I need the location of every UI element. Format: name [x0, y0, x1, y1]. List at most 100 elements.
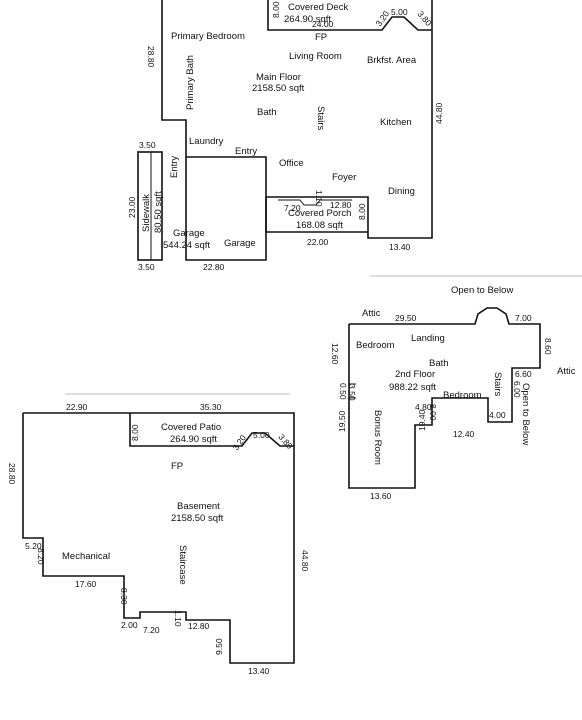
attic-right-label: Attic: [557, 366, 576, 377]
bedroom-left-label: Bedroom: [356, 340, 395, 351]
dim-label: 12.80: [330, 200, 352, 210]
bedroom-right-label: Bedroom: [443, 390, 482, 401]
dim-label: 22.80: [203, 262, 225, 272]
dim-label: 12.60: [330, 343, 340, 365]
dim-label: 13.40: [248, 666, 270, 676]
dim-label: 8.60: [543, 338, 553, 355]
laundry-label: Laundry: [189, 136, 224, 147]
open-to-below-top: Open to Below: [451, 285, 513, 296]
dim-label: 4.80: [415, 402, 432, 412]
landing-label: Landing: [411, 333, 445, 344]
dim-label: 7.00: [515, 313, 532, 323]
dim-label: 0.50: [338, 383, 348, 400]
dim-label: 12.40: [453, 429, 475, 439]
basement-outline: [22, 412, 295, 664]
dim-label: 3.50: [138, 262, 155, 272]
dim-label: 5.00: [253, 430, 270, 440]
sidewalk-label: Sidewalk: [141, 194, 152, 232]
dim-label: 6.00: [512, 381, 522, 398]
covered-patio-label: Covered Patio: [161, 422, 221, 433]
dim-label: 8.20: [36, 548, 46, 565]
dim-label: 44.80: [434, 102, 444, 124]
dim-label: 13.40: [389, 242, 411, 252]
dim-label: 28.80: [7, 463, 17, 485]
second-floor-title: 2nd Floor: [395, 369, 435, 380]
primary-bath-label: Primary Bath: [185, 55, 196, 110]
brkfst-area-label: Brkfst. Area: [367, 55, 417, 66]
second-floor-plan: Open to Below Attic Landing Bedroom Bath…: [330, 285, 576, 501]
primary-bedroom-label: Primary Bedroom: [171, 31, 245, 42]
open-to-below-right: Open to Below: [520, 383, 531, 445]
covered-patio-outline: [129, 413, 294, 447]
basement-plan: Covered Patio 264.90 sqft FP Basement 21…: [7, 402, 310, 676]
dim-label: 13.60: [370, 491, 392, 501]
stairs-2-label: Stairs: [492, 372, 503, 397]
second-floor-outline: [348, 307, 541, 489]
covered-porch-area: 168.08 sqft: [296, 220, 343, 231]
dim-label: 8.00: [428, 404, 438, 421]
garage-label: Garage: [173, 228, 205, 239]
office-label: Office: [279, 158, 304, 169]
dim-label: 22.00: [307, 237, 329, 247]
dim-label: 35.30: [200, 402, 222, 412]
dim-label: 22.90: [66, 402, 88, 412]
entry-side-label: Entry: [169, 156, 180, 178]
covered-patio-area: 264.90 sqft: [170, 434, 217, 445]
dim-label: 4.00: [489, 410, 506, 420]
basement-area: 2158.50 sqft: [171, 513, 224, 524]
dining-label: Dining: [388, 186, 415, 197]
main-floor-area: 2158.50 sqft: [252, 83, 305, 94]
dim-label: 7.20: [143, 625, 160, 635]
dim-label: 17.60: [75, 579, 97, 589]
dim-label: 8.30: [119, 588, 129, 605]
second-floor-area: 988.22 sqft: [389, 382, 436, 393]
covered-porch-outline: [265, 197, 368, 233]
bath-label: Bath: [257, 107, 277, 118]
dim-label: 6.60: [515, 369, 532, 379]
kitchen-label: Kitchen: [380, 117, 412, 128]
covered-deck-area: 264.90 sqft: [284, 14, 331, 25]
garage-label-2: Garage: [224, 238, 256, 249]
dim-label: 8.00: [130, 424, 140, 441]
dim-label: 44.80: [300, 550, 310, 572]
dim-label: 2.00: [121, 620, 138, 630]
dim-label: 19.40: [417, 409, 427, 431]
main-floor-title: Main Floor: [256, 72, 301, 83]
bath-2-label: Bath: [429, 358, 449, 369]
dim-label: 3.20: [373, 9, 391, 29]
stairs-label: Stairs: [315, 106, 326, 131]
dim-label: 3.80: [276, 432, 294, 451]
dim-label: 1.10: [314, 190, 324, 207]
covered-deck-outline: [267, 0, 432, 31]
dim-label: 12.80: [188, 621, 210, 631]
basement-title: Basement: [177, 501, 220, 512]
dim-label: 19.50: [337, 410, 347, 432]
staircase-label: Staircase: [177, 545, 188, 585]
dim-label: 8.00: [271, 1, 281, 18]
covered-deck-label: Covered Deck: [288, 2, 348, 13]
dim-label: 28.80: [146, 46, 156, 68]
dim-label: 7.20: [284, 203, 301, 213]
dim-label: 5.20: [25, 541, 42, 551]
dim-label: 3.50: [347, 384, 357, 401]
dim-label: 29.50: [395, 313, 417, 323]
garage-area: 544.24 sqft: [163, 240, 210, 251]
fp-label: FP: [315, 32, 327, 43]
sidewalk-outline: [137, 151, 163, 261]
attic-left-label: Attic: [362, 308, 381, 319]
main-floor-plan: Covered Deck 264.90 sqft FP Primary Bedr…: [127, 0, 444, 272]
dim-label: 5.00: [391, 7, 408, 17]
dim-label: 8.00: [357, 203, 367, 220]
foyer-label: Foyer: [332, 172, 356, 183]
dim-label: 3.50: [139, 140, 156, 150]
bonus-room-label: Bonus Room: [372, 410, 383, 465]
dim-label: 3.80: [415, 9, 433, 28]
dim-label: 9.50: [214, 638, 224, 655]
sidewalk-area: 80.50 sqft: [153, 191, 164, 233]
mechanical-label: Mechanical: [62, 551, 110, 562]
dim-label: 24.00: [312, 19, 334, 29]
dim-label: 1.10: [173, 610, 183, 627]
dim-label: 23.00: [127, 196, 137, 218]
living-room-label: Living Room: [289, 51, 342, 62]
